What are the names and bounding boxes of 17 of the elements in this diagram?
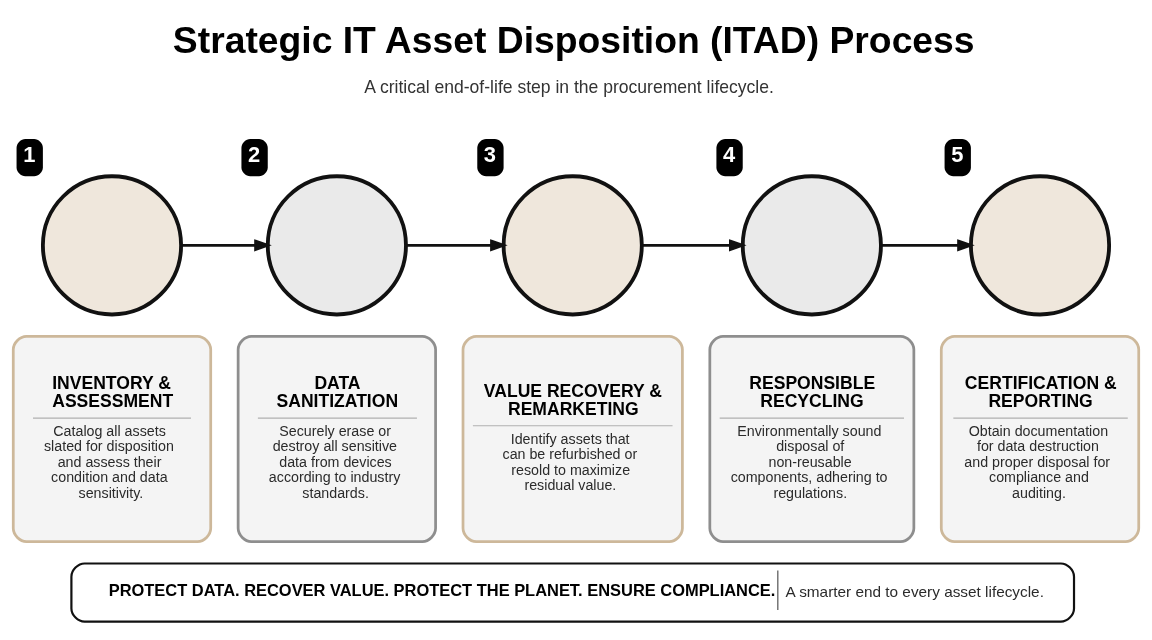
node-label: 1 (23, 141, 36, 167)
diagram-title: Strategic IT Asset Disposition (ITAD) Process (172, 18, 975, 61)
arrow (181, 238, 272, 251)
arrow (406, 238, 508, 251)
arrow (881, 238, 975, 251)
label: A critical end-of-life step in the procurement lifecycle. (364, 76, 774, 97)
node-box: VALUE RECOVERY & REMARKETING Identify assets that can be refurbished or resold to maximize residual value. (461, 334, 684, 543)
node-box: CERTIFICATION & REPORTING Obtain documentation for data destruction and proper disposal for compliance and auditing. (939, 334, 1141, 543)
node-box: INVENTORY & ASSESSMENT Catalog all assets slated for disposition and assess their condition and data sensitivity. (11, 334, 213, 543)
node-label: 4 (722, 141, 736, 167)
node-label: 2 (248, 141, 261, 167)
node-box: PROTECT DATA. RECOVER VALUE. PROTECT THE PLANET. ENSURE COMPLIANCE. A smarter end to every asset lifecycle. (70, 561, 1076, 623)
node-box: DATA SANITIZATION Securely erase or destroy all sensitive data from devices according to industry standards. (236, 334, 437, 543)
node-label: 5 (951, 141, 964, 167)
node-label: 3 (483, 141, 497, 167)
node-box: RESPONSIBLE RECYCLING Environmentally sound disposal of non-reusable components, adhering to regulations. (708, 334, 916, 543)
arrow (641, 238, 747, 251)
